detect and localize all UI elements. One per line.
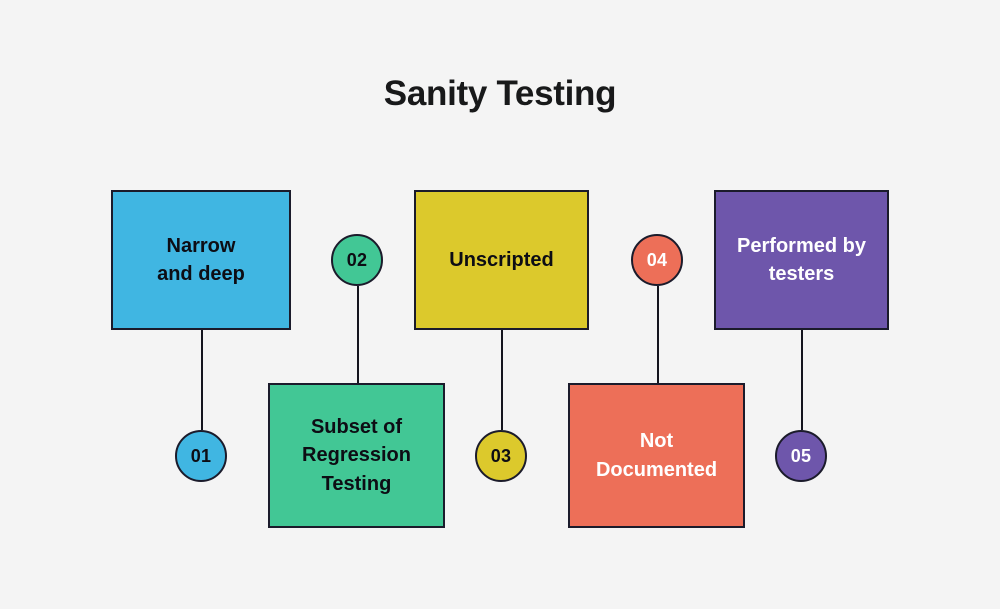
number-badge-label: 01	[190, 445, 212, 466]
number-badge-label: 02	[346, 249, 368, 270]
number-badge-01[interactable]: 01	[175, 430, 227, 482]
number-badge-label: 04	[646, 249, 668, 270]
number-badge-label: 05	[790, 445, 812, 466]
connector-line-03	[501, 330, 503, 430]
number-badge-05[interactable]: 05	[775, 430, 827, 482]
connector-line-05	[801, 330, 803, 430]
page-title: Sanity Testing	[383, 74, 617, 113]
callout-box-label: Unscripted	[449, 248, 554, 271]
callout-box-unscripted[interactable]: Unscripted	[414, 190, 589, 330]
connector-line-01	[201, 330, 203, 430]
number-badge-label: 03	[490, 445, 512, 466]
number-badge-02[interactable]: 02	[331, 234, 383, 286]
number-badge-03[interactable]: 03	[475, 430, 527, 482]
number-badge-04[interactable]: 04	[631, 234, 683, 286]
connector-line-04	[657, 286, 659, 383]
connector-line-02	[357, 286, 359, 383]
